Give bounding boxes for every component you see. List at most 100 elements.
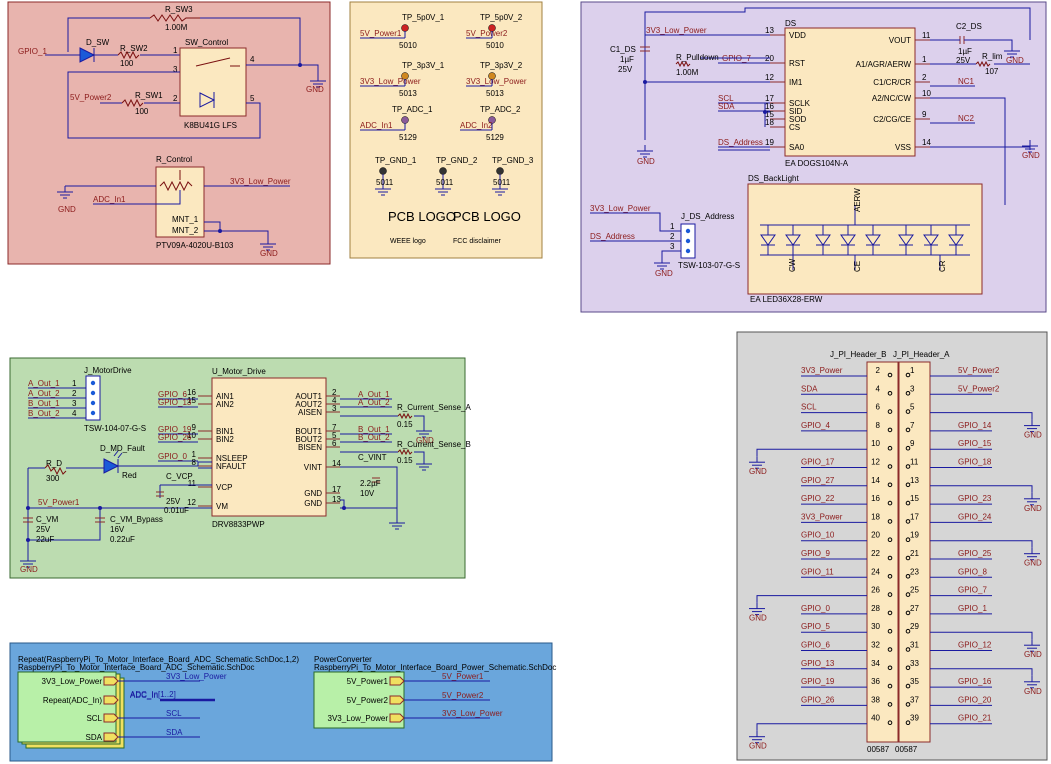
md-pin-name: BOUT1	[295, 427, 322, 436]
md-pin-name: AOUT1	[295, 392, 322, 401]
testpoint-pad	[379, 167, 387, 175]
cvint-label: C_VINT	[358, 453, 387, 462]
header-pin-number: 40	[871, 714, 880, 723]
header-right-net: GPIO_24	[958, 512, 992, 521]
md-pin-number: 2	[332, 388, 337, 397]
adc-port-shape	[103, 732, 119, 742]
sw-pin-2: 2	[173, 94, 178, 103]
testpoint-net: 5V_Power1	[360, 29, 402, 38]
header-pin-number: 10	[871, 439, 880, 448]
power1-netlabel: 5V_Power1	[38, 498, 80, 507]
header-pin-dot	[905, 628, 911, 634]
header-pin-number: 17	[910, 512, 919, 521]
jmd-net: B_Out_1	[28, 399, 60, 408]
rsb-value: 0.15	[397, 456, 413, 465]
header-pin-dot	[905, 409, 911, 414]
header-pin-number: 32	[871, 641, 880, 650]
header-pin-number: 31	[910, 641, 919, 650]
md-pin-net: A_Out_1	[358, 390, 390, 399]
md-pin-name: VCP	[216, 483, 232, 492]
md-pin-name: NSLEEP	[216, 454, 248, 463]
header-right-net: GPIO_16	[958, 677, 992, 686]
switch-block: R_SW3 1.00M GPIO_1 D_SW R_SW2 100 SW_Con…	[18, 5, 327, 258]
header-pin-number: 6	[876, 403, 881, 412]
header-pin-number: 8	[876, 421, 881, 430]
adc-port-net: SDA	[166, 728, 183, 737]
jmd-net: B_Out_2	[28, 409, 60, 418]
testpoint-ref: TP_3p3V_1	[402, 61, 445, 70]
ds-pin-net: SDA	[718, 102, 735, 111]
header-pin-dot	[905, 464, 911, 469]
header-pin-dot	[887, 464, 893, 469]
jmd-pin-dot	[90, 390, 96, 396]
rd-label: R_D	[46, 459, 62, 468]
ds-pin-name: VSS	[895, 143, 911, 152]
header-right-net: GPIO_23	[958, 494, 992, 503]
sw-control-label: SW_Control	[185, 38, 228, 47]
pwr-port-shape	[389, 713, 405, 723]
header-right-net: GPIO_12	[958, 641, 992, 650]
ds-pin-number: 2	[922, 73, 927, 82]
adc-port-shape	[103, 713, 119, 723]
md-pin-name: AISEN	[298, 408, 322, 417]
header-left-net: GPIO_26	[801, 695, 835, 704]
header-left-net: GPIO_13	[801, 659, 835, 668]
header-pin-number: 26	[871, 586, 880, 595]
ds-pin-number: 14	[922, 138, 931, 147]
md-pin-net: A_Out_2	[358, 398, 390, 407]
header-pin-dot	[905, 482, 911, 488]
testpoint-part: 5010	[399, 41, 417, 50]
adc-port-shape	[103, 695, 119, 705]
header-left-net: 3V3_Power	[801, 366, 843, 375]
mnt-gnd-label: GND	[260, 249, 278, 258]
header-left-net: GPIO_4	[801, 421, 830, 430]
header-pin-dot	[905, 537, 911, 543]
ds-pin-number: 9	[922, 110, 927, 119]
header-right-gnd-wire	[930, 412, 1033, 420]
ds-pin-net: DS_Address	[718, 138, 763, 147]
dmf-color: Red	[122, 471, 137, 480]
adc-port-label: Repeat(ADC_In)	[43, 696, 102, 705]
rsb-label: R_Current_Sense_B	[397, 440, 471, 449]
c2-ds-voltage: 25V	[956, 56, 971, 65]
testpoint-net: 3V3_Low_Power	[466, 77, 527, 86]
adc-port-net: SCL	[166, 709, 182, 718]
ds-pin-name: A1/AGR/AERW	[856, 60, 912, 69]
header-right-net: GPIO_14	[958, 421, 992, 430]
jmd-pin-dot	[90, 410, 96, 416]
header-pin-dot	[887, 391, 893, 396]
testpoint-ref: TP_5p0V_1	[402, 13, 445, 22]
cvint-value: 2.2µF	[360, 479, 381, 488]
testpoint-pad	[496, 167, 504, 175]
md-pin-net: GPIO_13	[158, 398, 192, 407]
bl-label-aerw: AERW	[853, 188, 862, 212]
adc-port-label: SDA	[86, 733, 103, 742]
jmd-pin-dot	[90, 380, 96, 386]
sw-pin-5: 5	[250, 94, 255, 103]
adc-in1-netlabel: ADC_In1	[93, 195, 126, 204]
adc-sheet-line1: Repeat(RaspberryPi_To_Motor_Interface_Bo…	[18, 655, 299, 664]
jmd-pin-number: 3	[72, 399, 77, 408]
pcb-logo-2-sub: FCC disclaimer	[453, 238, 502, 245]
ds-pin-number: 17	[765, 94, 774, 103]
header-left-gnd-label: GND	[749, 467, 767, 476]
pwr-sheet-line2: RaspberryPi_To_Motor_Interface_Board_Pow…	[314, 663, 556, 672]
cvmb-voltage: 16V	[110, 525, 125, 534]
header-pin-dot	[887, 500, 893, 506]
header-left-net: GPIO_6	[801, 641, 830, 650]
header-left-net: GPIO_22	[801, 494, 835, 503]
header-pin-number: 7	[910, 421, 915, 430]
md-pin-net: GPIO_0	[158, 452, 187, 461]
header-left-gnd-wire	[756, 448, 867, 457]
pwr-sheet-body	[313, 671, 405, 729]
header-pin-number: 4	[876, 384, 881, 393]
header-pin-number: 1	[910, 366, 915, 375]
ds-gnd-left-label: GND	[637, 157, 655, 166]
header-right-gnd-wire	[930, 485, 1033, 493]
pwr-port-label: 5V_Power1	[347, 677, 389, 686]
pwr-port-net: 5V_Power1	[442, 672, 484, 681]
testpoint-ref: TP_5p0V_2	[480, 13, 523, 22]
jds-pin-1: 1	[670, 222, 675, 231]
md-pin-number: 14	[332, 459, 341, 468]
